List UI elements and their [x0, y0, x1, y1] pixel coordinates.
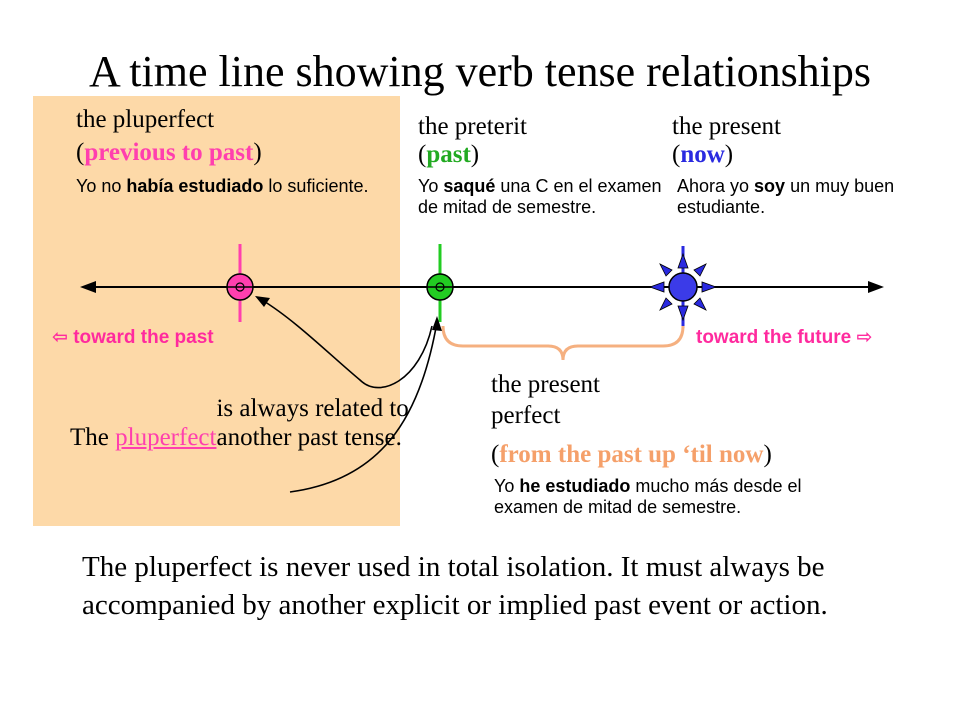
bottom-explanation: The pluperfect is never used in total is…	[82, 551, 828, 621]
present-perfect-example: Yo he estudiado mucho más desde el exame…	[494, 476, 802, 517]
preterit-to-pluperfect-curve	[261, 299, 433, 389]
preterit-tag-line: (past)	[418, 141, 480, 168]
present-heading: the present	[672, 113, 781, 140]
preterit-marker	[426, 244, 454, 322]
present-perfect-heading-1: the present	[491, 371, 600, 398]
pluperfect-marker	[226, 244, 254, 322]
toward-past-label: ⇦ toward the past	[52, 327, 214, 348]
toward-future-label: toward the future ⇨	[696, 327, 873, 348]
pluperfect-note-highlight: pluperfect	[115, 424, 217, 451]
left-arrow-icon: ⇦	[52, 327, 68, 348]
pluperfect-panel	[33, 96, 400, 526]
pluperfect-tag: previous to past	[84, 139, 254, 166]
timeline-left-arrowhead	[80, 281, 96, 293]
present-tag-line: (now)	[672, 141, 734, 168]
note-to-preterit-curve	[289, 321, 438, 493]
pluperfect-heading: the pluperfect	[76, 106, 215, 133]
preterit-tag: past	[426, 141, 471, 168]
pluperfect-tag-line: (previous to past)	[76, 139, 262, 166]
present-marker	[648, 246, 718, 328]
right-arrow-icon: ⇨	[856, 327, 873, 348]
page-title: A time line showing verb tense relations…	[88, 47, 872, 96]
present-perfect-tag: from the past up ‘til now	[499, 441, 764, 468]
present-perfect-heading-2: perfect	[491, 402, 561, 429]
preterit-example: Yo saqué una C en el examen de mitad de …	[418, 176, 662, 217]
pluperfect-example: Yo no había estudiado lo suficiente.	[76, 176, 369, 196]
pluperfect-note: The pluperfect is always related to anot…	[70, 395, 409, 451]
present-perfect-brace	[441, 325, 685, 361]
preterit-heading: the preterit	[418, 113, 527, 140]
present-perfect-tag-line: (from the past up ‘til now)	[491, 441, 772, 468]
timeline-right-arrowhead	[868, 281, 884, 293]
present-tag: now	[680, 141, 725, 168]
present-example: Ahora yo soy un muy buen estudiante.	[677, 176, 895, 217]
